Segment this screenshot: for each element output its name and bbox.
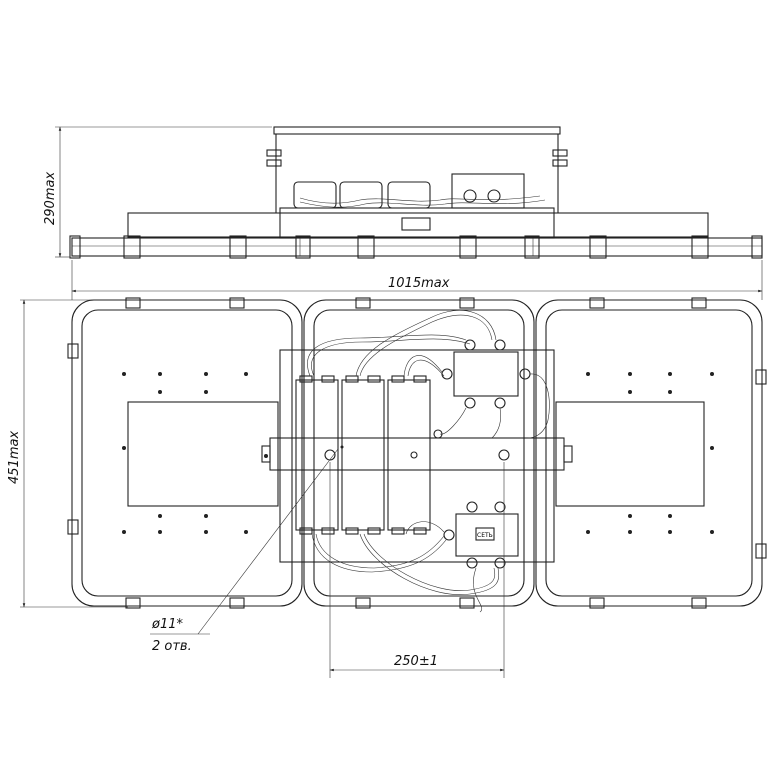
side-view — [69, 126, 763, 259]
hole-diameter-label: ø11* — [151, 617, 183, 632]
power-box-label: СЕТЬ — [477, 532, 493, 539]
hole-spacing-dimension: 250±1 — [329, 462, 505, 678]
hole-callout: ø11* 2 отв. — [150, 448, 339, 654]
hole-spacing-label: 250±1 — [394, 654, 438, 669]
height-top-label: 290max — [43, 172, 58, 225]
front-view: СЕТЬ — [67, 297, 767, 613]
height-front-label: 451max — [7, 431, 22, 484]
height-dimension-top: 290max — [43, 126, 272, 258]
width-dimension: 1015max — [71, 260, 763, 300]
hole-count-label: 2 отв. — [152, 639, 192, 654]
height-dimension-front: 451max — [7, 299, 128, 608]
width-label: 1015max — [388, 276, 450, 291]
